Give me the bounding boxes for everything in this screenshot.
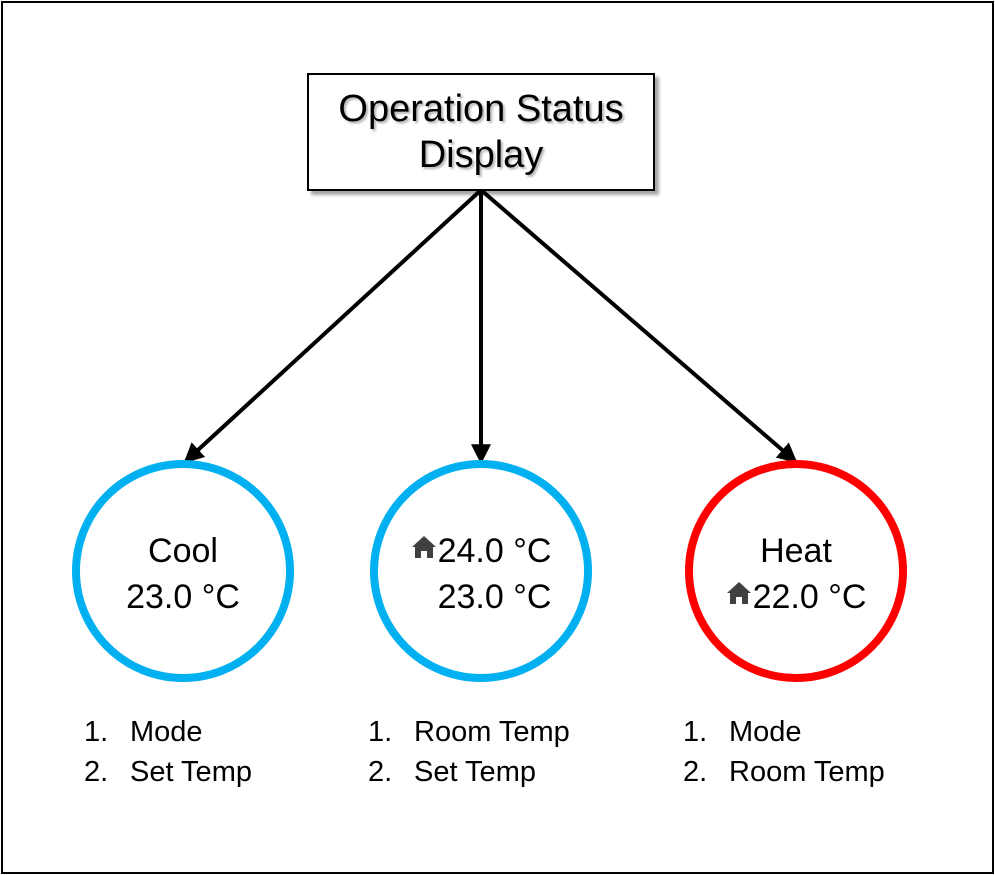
list-item: 2. Set Temp	[84, 752, 252, 792]
room-temp-circle: 24.0 °C 23.0 °C	[370, 460, 592, 682]
home-icon	[726, 582, 751, 604]
list-number: 2.	[368, 756, 393, 788]
room-temp-text: 24.0 °C	[437, 532, 552, 570]
list-item: 2. Set Temp	[368, 752, 570, 792]
arrow-to-cool	[183, 188, 483, 464]
list-item: 1. Room Temp	[368, 712, 570, 752]
list-item: 1. Mode	[683, 712, 885, 752]
list-text: Room Temp	[414, 716, 570, 748]
list-text: Mode	[130, 716, 203, 748]
list-text: Set Temp	[414, 756, 536, 788]
heat-mode-label-text: Heat	[760, 532, 832, 570]
heat-legend-list: 1. Mode 2. Room Temp	[683, 712, 885, 792]
title-line-1: Operation Status	[338, 88, 624, 130]
heat-room-temp-text: 22.0 °C	[752, 578, 867, 616]
list-number: 2.	[84, 756, 109, 788]
room-temp-value: 24.0 °C	[378, 530, 584, 572]
heat-mode-label: Heat	[693, 530, 899, 572]
cool-mode-label: Cool	[80, 530, 286, 572]
list-text: Mode	[729, 716, 802, 748]
room-temp-legend-list: 1. Room Temp 2. Set Temp	[368, 712, 570, 792]
home-icon	[411, 536, 436, 558]
cool-set-temp-text: 23.0 °C	[126, 578, 240, 616]
heat-mode-circle: Heat 22.0 °C	[685, 460, 907, 682]
list-text: Room Temp	[729, 756, 885, 788]
cool-set-temp-value: 23.0 °C	[80, 576, 286, 618]
room-set-temp-text: 23.0 °C	[437, 578, 552, 616]
cool-mode-label-text: Cool	[148, 532, 218, 570]
list-text: Set Temp	[130, 756, 252, 788]
operation-status-display-box: Operation Status Display	[307, 73, 655, 191]
list-number: 1.	[683, 716, 708, 748]
list-number: 1.	[84, 716, 109, 748]
arrow-to-heat	[479, 188, 798, 464]
heat-room-temp-value: 22.0 °C	[693, 576, 899, 618]
cool-mode-circle: Cool 23.0 °C	[72, 460, 294, 682]
list-item: 1. Mode	[84, 712, 252, 752]
title-line-2: Display	[418, 134, 544, 176]
room-set-temp-value: 23.0 °C	[378, 576, 584, 618]
list-item: 2. Room Temp	[683, 752, 885, 792]
cool-legend-list: 1. Mode 2. Set Temp	[84, 712, 252, 792]
title-text: Operation Status Display	[321, 86, 641, 178]
list-number: 2.	[683, 756, 708, 788]
list-number: 1.	[368, 716, 393, 748]
